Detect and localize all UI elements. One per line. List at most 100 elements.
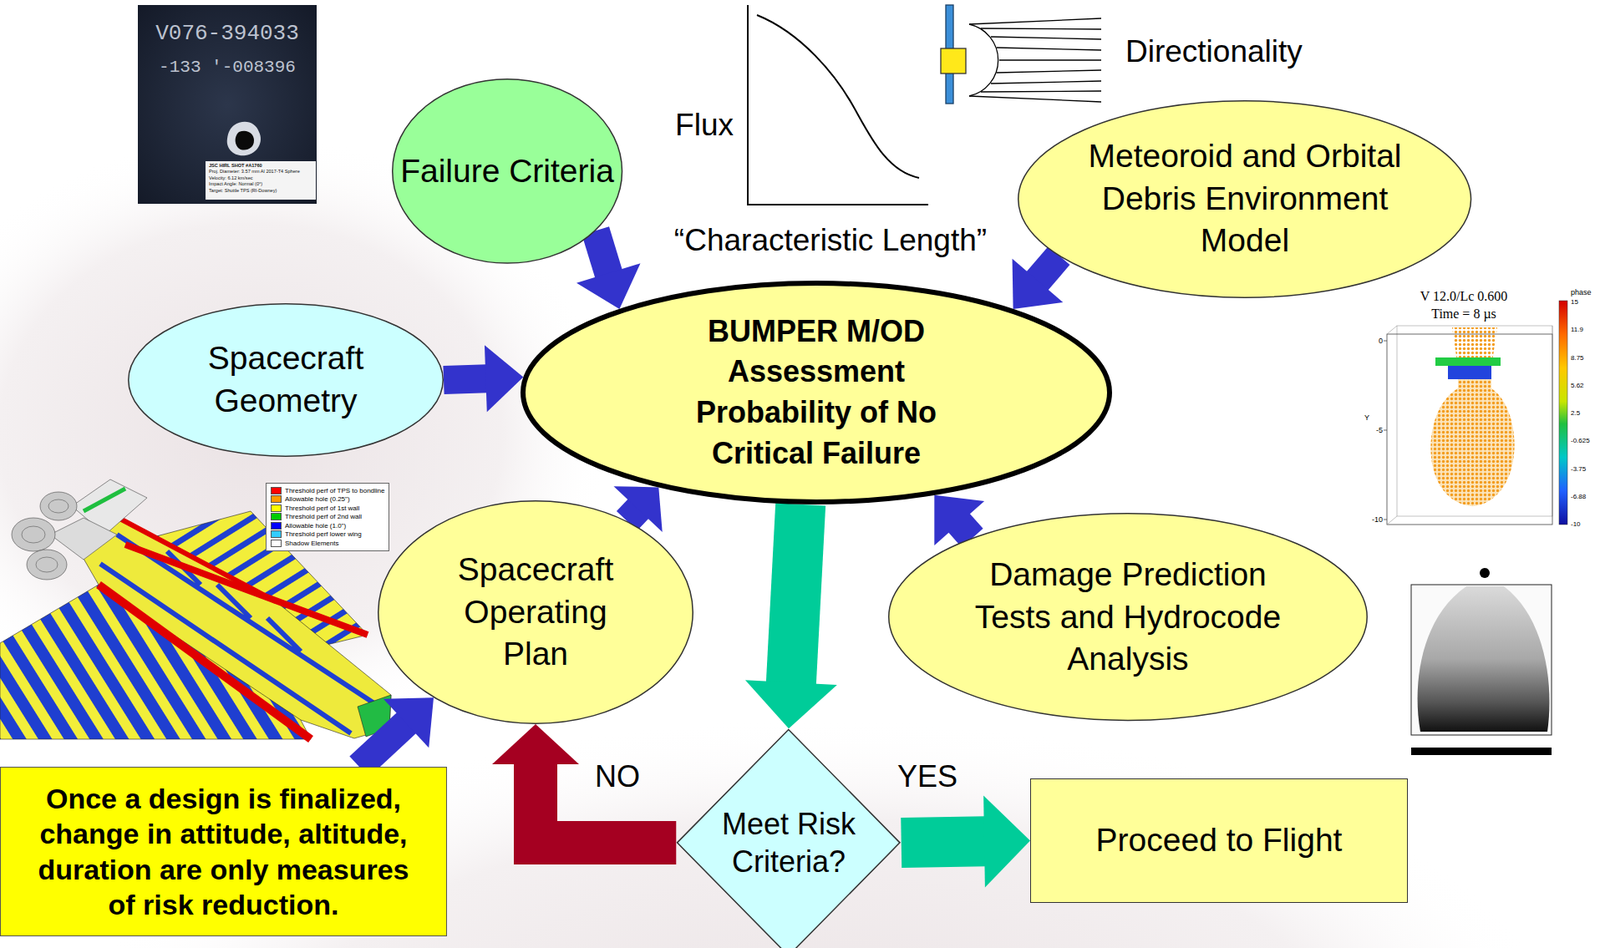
text-block: Proceed to Flight: [1096, 819, 1343, 863]
shuttle-engine: [21, 526, 46, 544]
arrow-shaft: [359, 722, 408, 767]
legend-swatch: [270, 522, 282, 530]
assessment-ellipse: BUMPER M/OD Assessment Probability of No…: [520, 280, 1113, 505]
legend-text: Threshold perf of TPS to bondline: [284, 487, 385, 495]
arrow-head: [383, 697, 434, 748]
colorbar-value: 15: [1570, 299, 1579, 306]
arrow-head: [983, 795, 1031, 888]
spacecraft-body: [940, 48, 966, 74]
arrow-head: [1012, 259, 1064, 310]
impact-photo: [137, 5, 317, 204]
arrow-shaft: [595, 230, 610, 275]
legend-text: Allowable hole (0.25"): [284, 495, 351, 503]
shuttle-model: [0, 479, 392, 740]
arrow-shaft: [958, 522, 973, 539]
legend-row: Threshold perf lower wing: [270, 530, 385, 540]
arrow-shaft: [1036, 255, 1060, 282]
text-block: Damage Prediction Tests and Hydrocode An…: [952, 553, 1304, 681]
legend-swatch: [270, 487, 282, 495]
arrow-shaft: [626, 507, 640, 522]
colorbar-value: 11.9: [1570, 326, 1584, 334]
shuttle-engine: [40, 492, 77, 521]
text-block: Spacecraft Geometry: [185, 337, 387, 422]
flux-ray: [996, 47, 1102, 51]
note-box: Once a design is finalized, change in at…: [0, 766, 447, 937]
photo-caption: Proj. Diameter: 3.57 mm Al 2017-T4 Spher…: [208, 169, 300, 175]
colorbar-value: -6.88: [1570, 493, 1586, 501]
ellipse-shape: [128, 304, 444, 458]
projectile-layer: [1447, 365, 1492, 380]
arrow-shaft: [443, 378, 488, 381]
flux-ray: [999, 59, 1102, 61]
colorbar-value: -10: [1570, 521, 1581, 529]
impact-hole-rim: [227, 121, 261, 156]
arrow-head: [576, 263, 641, 310]
decision-diamond: Meet Risk Criteria?: [675, 728, 901, 948]
photo-stamp: -133 '-008396: [158, 58, 296, 77]
axis-title: Y: [1364, 414, 1370, 422]
text-block: Once a design is finalized, change in at…: [27, 781, 421, 924]
text-block: Meet Risk Criteria?: [720, 805, 859, 881]
flux-ray: [990, 81, 1102, 84]
hydrocode-plot: [1383, 300, 1568, 525]
flux-ray: [969, 96, 1102, 102]
colorbar-value: 8.75: [1570, 355, 1585, 362]
shadowgraph: [1411, 568, 1552, 756]
photo-ground: [137, 5, 317, 204]
flow-arrow: [745, 504, 838, 729]
photo-caption: Target: Shuttle TPS (RI-Downey): [208, 188, 277, 194]
shuttle-zone: [115, 516, 276, 602]
legend-swatch: [270, 495, 282, 503]
legend-text: Threshold perf of 2nd wall: [284, 513, 362, 521]
input-ellipse: Spacecraft Operating Plan: [377, 500, 694, 725]
node-text: Proceed to Flight: [1096, 819, 1343, 863]
photo-caption: JSC HIRL SHOT #A1760: [208, 163, 263, 169]
edge-label: NO: [594, 761, 640, 793]
ellipse-shape: [523, 283, 1110, 503]
legend-row: Threshold perf of TPS to bondline: [270, 486, 385, 496]
input-arrow: [576, 230, 641, 310]
input-arrow: [359, 697, 434, 767]
projectile-dot: [1479, 568, 1490, 579]
shadowgraph-cloud: [1417, 586, 1550, 732]
legend-text: Threshold perf of 1st wall: [284, 504, 360, 513]
legend-text: Shadow Elements: [284, 539, 339, 548]
input-arrow: [443, 345, 524, 412]
diamond-shape: [677, 730, 900, 948]
arrow-shaft: [535, 762, 676, 844]
photo-caption: Impact Angle: Normal (0°): [208, 182, 263, 188]
plot-frame: [1396, 325, 1553, 517]
node-text: Damage Prediction Tests and Hydrocode An…: [952, 553, 1304, 681]
ellipse-shape: [888, 513, 1367, 722]
arrow-head: [745, 680, 838, 729]
ellipse-shape: [392, 79, 623, 264]
shuttle-engine: [48, 499, 69, 514]
legend-row: Allowable hole (0.25"): [270, 495, 385, 505]
input-ellipse: Spacecraft Geometry: [127, 303, 444, 458]
arrow-shaft: [901, 841, 986, 844]
input-ellipse: Failure Criteria: [391, 78, 623, 265]
flux-chart: [746, 5, 929, 206]
node-text: Once a design is finalized, change in at…: [27, 781, 421, 924]
shadowgraph-frame: [1411, 584, 1552, 736]
plot-frame: [1386, 334, 1553, 525]
shuttle-engine: [26, 549, 67, 580]
chart-axis: [746, 5, 749, 206]
axis-tick-label: -10: [1371, 516, 1383, 524]
axis-tick-label: -5: [1376, 426, 1383, 435]
flux-curve: [756, 15, 920, 178]
photo-tag: [205, 161, 316, 200]
input-ellipse: Damage Prediction Tests and Hydrocode An…: [888, 513, 1368, 722]
scale-bar: [1411, 747, 1552, 756]
photo-stamp: V076-394033: [155, 22, 300, 45]
colorbar-value: 2.5: [1570, 410, 1580, 417]
ellipse-outline: [127, 303, 444, 458]
axis-tick: [1383, 340, 1387, 520]
legend-swatch: [270, 513, 282, 521]
plot-frame: [1386, 325, 1553, 525]
node-text: Spacecraft Geometry: [185, 337, 387, 422]
colorbar-title: phase: [1570, 289, 1592, 297]
bumper-layer: [1435, 357, 1501, 366]
flux-arc: [969, 24, 999, 97]
